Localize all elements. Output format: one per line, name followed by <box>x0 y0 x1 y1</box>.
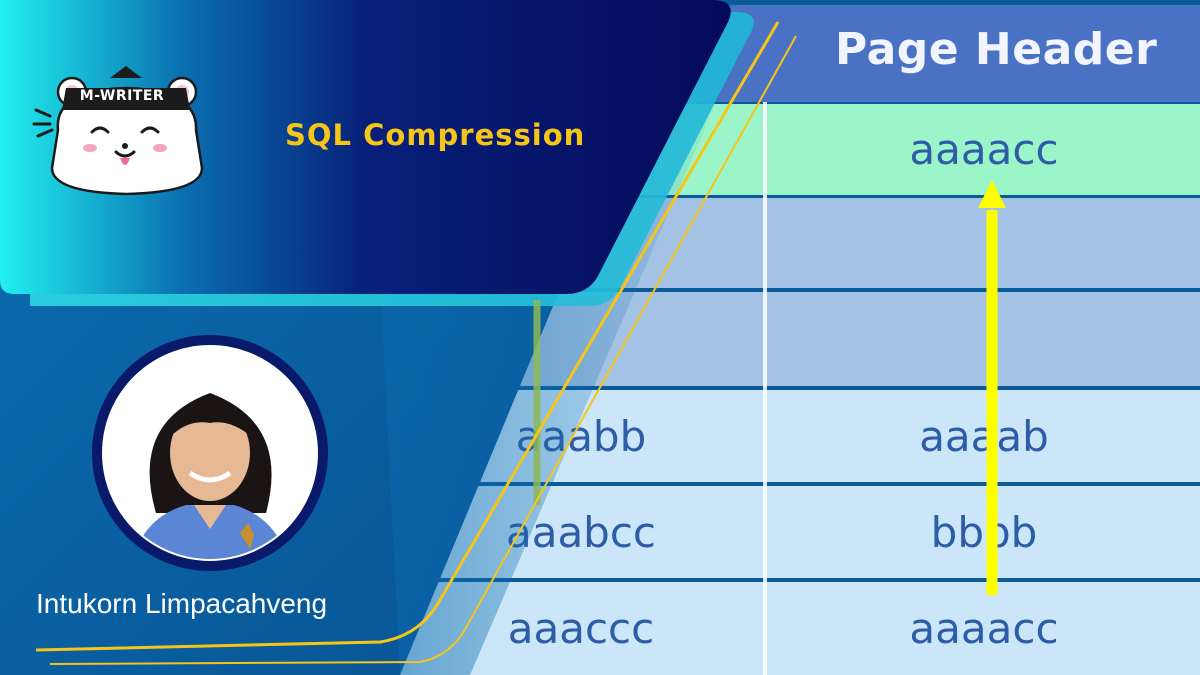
table-cell: aaaacc <box>909 125 1059 174</box>
author-avatar <box>92 335 328 571</box>
table-cell: bbbb <box>930 507 1038 557</box>
table-cell: aaaab <box>919 411 1049 461</box>
author-name: Intukorn Limpacahveng <box>36 588 328 619</box>
table-cell: aaaacc <box>909 604 1059 653</box>
mouse-mascot-icon <box>32 66 204 196</box>
logo-text: M-WRITER <box>79 88 165 104</box>
page-header-label: Page Header <box>835 24 1158 75</box>
video-title: SQL Compression <box>285 118 586 152</box>
